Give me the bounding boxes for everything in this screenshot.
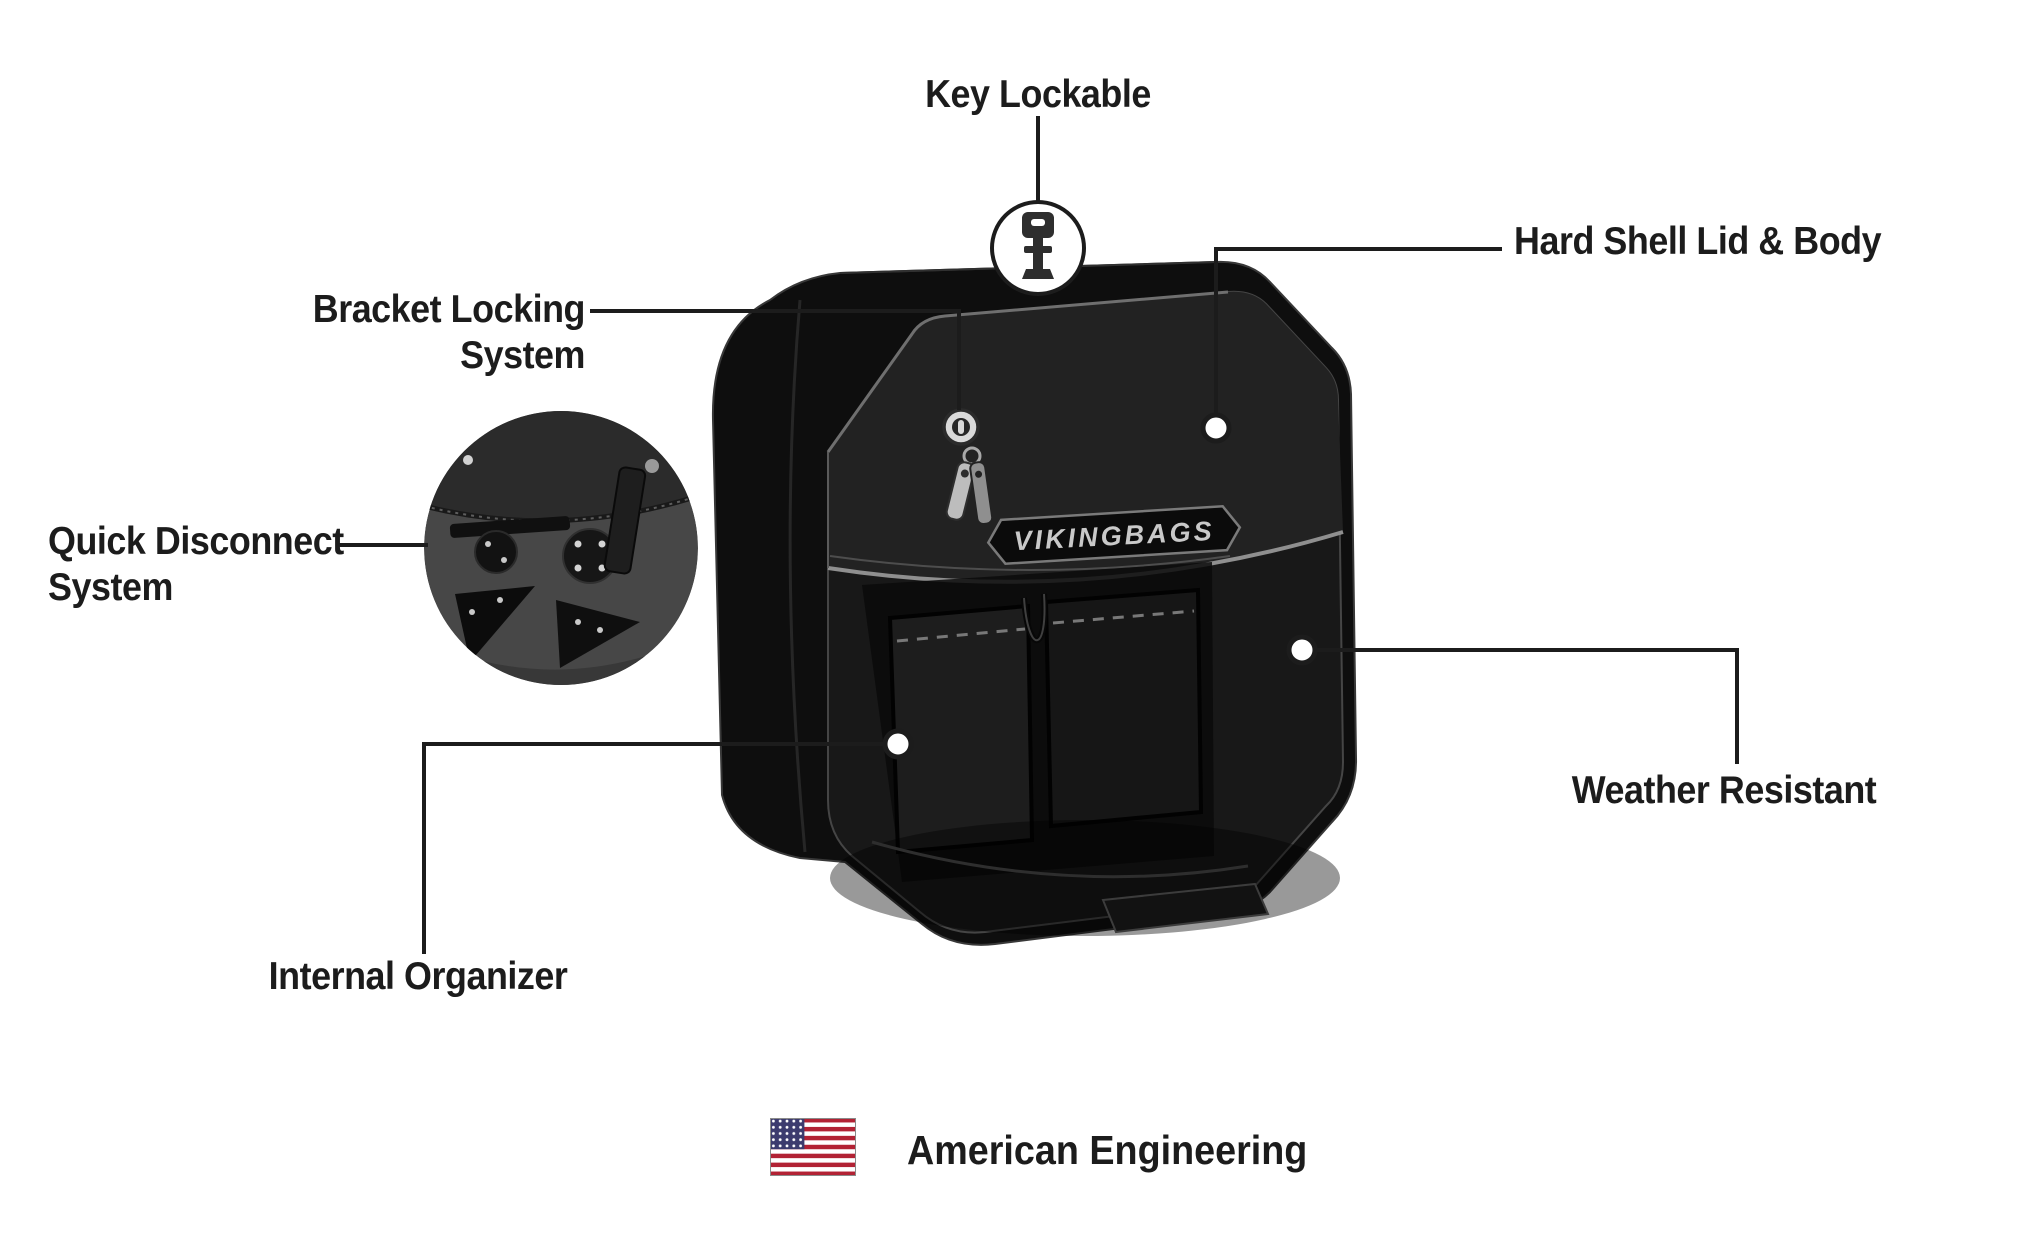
callout-markers [882, 412, 1318, 760]
pocket-right-stitch [1052, 609, 1195, 625]
lid-top-highlight [826, 290, 1229, 453]
line-bracket-locking [590, 309, 961, 410]
callout-marker-dot [1200, 412, 1232, 444]
line-weather-resistant [1314, 648, 1739, 764]
label-hard-shell-lid-body: Hard Shell Lid & Body [1514, 220, 1882, 263]
callout-lines [338, 116, 1739, 954]
key-icon [990, 200, 1086, 296]
lock-keyhole-icon [942, 408, 980, 446]
label-internal-organizer: Internal Organizer [268, 955, 568, 998]
brand-plate-shape [986, 504, 1242, 566]
footer-tagline: American Engineering [907, 1127, 1308, 1173]
us-flag-icon [770, 1118, 856, 1176]
base-curve [871, 840, 1249, 879]
label-bracket-locking-system: Bracket Locking System [312, 288, 586, 377]
label-quick-disconnect-system: Quick Disconnect System [48, 520, 344, 609]
line-internal-organizer [422, 742, 886, 954]
quick-disconnect-inset [424, 411, 698, 685]
organizer-pocket-right [1043, 587, 1204, 829]
bag-side-shading [788, 299, 807, 853]
lid-seam-inner [829, 555, 1231, 571]
brand-plate: VIKINGBAGS [986, 504, 1242, 566]
label-key-lockable: Key Lockable [925, 73, 1151, 116]
pocket-left-stitch [896, 627, 1026, 643]
bottom-shading [830, 820, 1340, 936]
pull-cord-highlight [1023, 593, 1046, 642]
callout-marker-dot [882, 728, 914, 760]
callout-marker-dot [1286, 634, 1318, 666]
saddlebag-illustration: VIKINGBAGS [711, 260, 1358, 946]
hanging-keys [945, 446, 994, 526]
label-weather-resistant: Weather Resistant [1571, 769, 1877, 812]
organizer-pocket-left [887, 603, 1035, 855]
line-hard-shell [1214, 247, 1502, 416]
bottom-tab [1101, 882, 1270, 934]
